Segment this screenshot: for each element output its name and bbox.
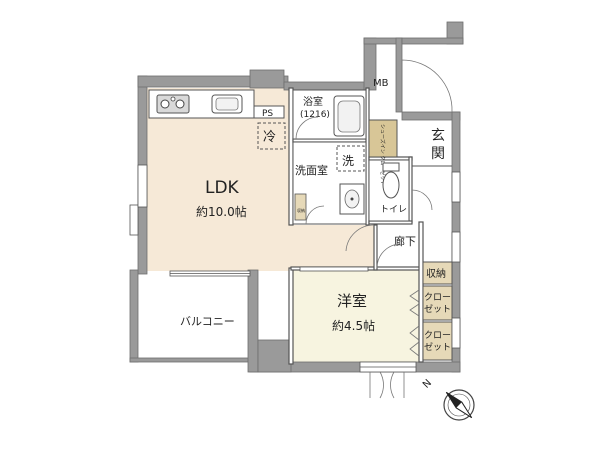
toilet-label: トイレ <box>380 205 407 215</box>
ps-box <box>253 105 285 119</box>
bath-label: 浴室 <box>303 95 323 108</box>
closet-1 <box>422 285 453 321</box>
corridor-label: 廊下 <box>394 234 416 248</box>
washer-space <box>336 145 365 172</box>
storage-label: 収納 <box>426 267 446 280</box>
washroom-label: 洗面室 <box>295 163 328 177</box>
closet-2 <box>422 321 453 361</box>
north-arrow-icon <box>443 389 475 421</box>
ldk-name: LDK <box>205 178 240 198</box>
closet-1-label-2: ゼット <box>424 303 451 315</box>
western-floor <box>291 270 421 365</box>
washroom-door <box>305 205 325 225</box>
toilet-icon <box>382 171 400 199</box>
western-size: 約4.5帖 <box>332 318 375 333</box>
windows <box>129 171 461 373</box>
ldk-floor-lower <box>147 225 375 271</box>
western-name: 洋室 <box>337 292 367 310</box>
shoes-closet-label: シューズイン クローゼット <box>379 124 386 185</box>
small-storage-label: 収納 <box>297 207 305 213</box>
fridge-label: 冷 <box>263 130 276 145</box>
entrance-label-2: 関 <box>431 146 445 162</box>
ldk-door <box>345 224 375 252</box>
balcony-label: バルコニー <box>180 315 235 328</box>
kitchen-counter <box>148 89 255 119</box>
small-storage <box>294 193 307 221</box>
entrance-door <box>401 59 453 113</box>
north-label: N <box>421 378 434 391</box>
bath-code: (1216) <box>300 110 330 120</box>
closet-2-label-1: クロー <box>424 330 451 341</box>
balcony-floor <box>140 275 250 360</box>
shoes-closet <box>368 119 398 158</box>
bath-door <box>295 116 319 140</box>
closet-doors <box>409 289 420 357</box>
mb-label: MB <box>373 78 389 89</box>
closet-1-label-1: クロー <box>424 292 451 303</box>
western-door <box>376 243 402 269</box>
ldk-size: 約10.0帖 <box>196 204 247 219</box>
ldk-west-window <box>137 164 148 208</box>
washbasin-icon <box>339 183 365 215</box>
western-balcony-door <box>369 371 405 399</box>
washer-label: 洗 <box>342 154 354 168</box>
toilet-tank <box>382 162 400 172</box>
storage-box <box>422 261 453 285</box>
entrance-label-1: 玄 <box>431 127 445 144</box>
closet-2-label-2: ゼット <box>424 341 451 353</box>
ps-label: PS <box>262 109 273 119</box>
fridge-space <box>257 122 286 150</box>
toilet-door <box>411 189 433 211</box>
